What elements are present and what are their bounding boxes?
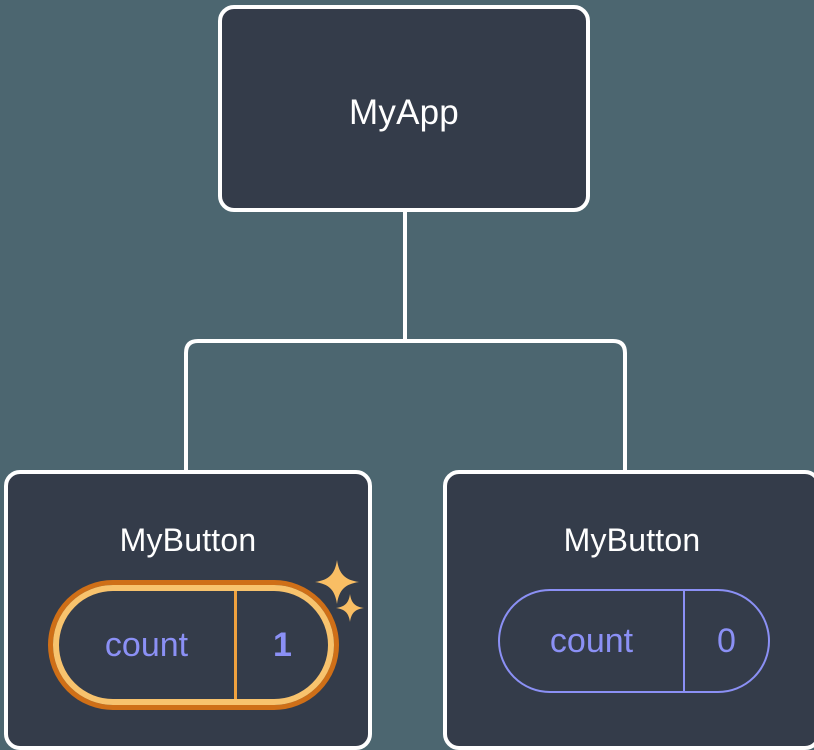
branch-bar-left — [184, 339, 405, 472]
node-mybutton-left[interactable]: MyButton count 1 — [4, 470, 372, 750]
node-mybutton-right-label: MyButton — [563, 522, 701, 558]
state-pill-inner-ring: count 1 — [53, 585, 334, 705]
state-value-label: 1 — [273, 626, 292, 664]
diagram-canvas: MyApp MyButton count 1 MyButton count 0 — [4, 5, 814, 750]
state-pill-divider — [234, 591, 237, 699]
node-myapp-label: MyApp — [349, 93, 459, 132]
state-pill-count-plain[interactable]: count 0 — [498, 589, 770, 693]
state-pill-count-highlighted[interactable]: count 1 — [48, 580, 339, 710]
state-key-label: count — [104, 626, 189, 664]
state-value-label: 0 — [717, 622, 736, 660]
state-pill-divider — [683, 591, 685, 691]
state-key-label: count — [549, 622, 634, 660]
node-mybutton-right[interactable]: MyButton count 0 — [443, 470, 814, 750]
node-myapp[interactable]: MyApp — [218, 5, 590, 212]
node-mybutton-left-label: MyButton — [119, 522, 257, 558]
branch-bar-right — [405, 339, 627, 472]
